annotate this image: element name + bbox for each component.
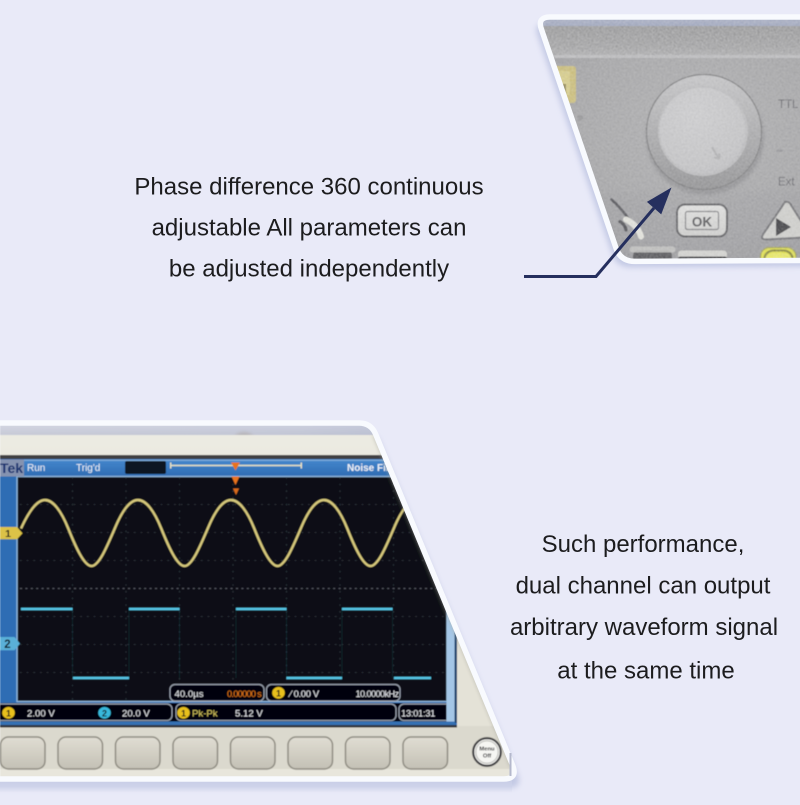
svg-text:Run: Run xyxy=(27,463,45,474)
svg-text:OK: OK xyxy=(692,215,713,230)
svg-text:Pk-Pk: Pk-Pk xyxy=(192,708,218,719)
svg-text:2: 2 xyxy=(102,708,107,718)
svg-text:at the same time: at the same time xyxy=(557,658,734,685)
svg-text:Such performance,: Such performance, xyxy=(542,531,745,558)
svg-text:5.12 V: 5.12 V xyxy=(235,708,263,719)
svg-text:2.00 V: 2.00 V xyxy=(27,708,55,719)
svg-text:1: 1 xyxy=(181,708,186,718)
svg-text:Trig'd: Trig'd xyxy=(76,463,100,474)
svg-text:TTL: TTL xyxy=(778,99,799,111)
svg-text:20.0 V: 20.0 V xyxy=(122,708,150,719)
svg-text:10.0000kHz: 10.0000kHz xyxy=(356,689,400,699)
svg-text:0.00000 s: 0.00000 s xyxy=(227,689,262,699)
svg-text:2: 2 xyxy=(4,639,10,651)
svg-text:Off: Off xyxy=(483,754,491,760)
svg-text:40.0µs: 40.0µs xyxy=(175,689,204,700)
svg-text:Tek: Tek xyxy=(0,460,23,476)
svg-text:Noise Filt: Noise Filt xyxy=(347,463,393,474)
svg-text:1: 1 xyxy=(5,528,11,540)
svg-text:Menu: Menu xyxy=(479,747,495,753)
svg-text:dual channel can output: dual channel can output xyxy=(516,573,771,600)
svg-text:Ext: Ext xyxy=(778,177,795,189)
svg-text:arbitrary waveform signal: arbitrary waveform signal xyxy=(510,614,778,641)
svg-text:adjustable All parameters can: adjustable All parameters can xyxy=(152,215,467,242)
svg-text:be adjusted independently: be adjusted independently xyxy=(169,256,449,283)
svg-text:13:01:31: 13:01:31 xyxy=(401,707,435,718)
svg-text:Phase difference 360 continuou: Phase difference 360 continuous xyxy=(134,174,483,201)
svg-text:1: 1 xyxy=(276,688,281,698)
svg-text:∕ 0.00 V: ∕ 0.00 V xyxy=(288,688,320,699)
svg-text:1: 1 xyxy=(6,708,11,718)
